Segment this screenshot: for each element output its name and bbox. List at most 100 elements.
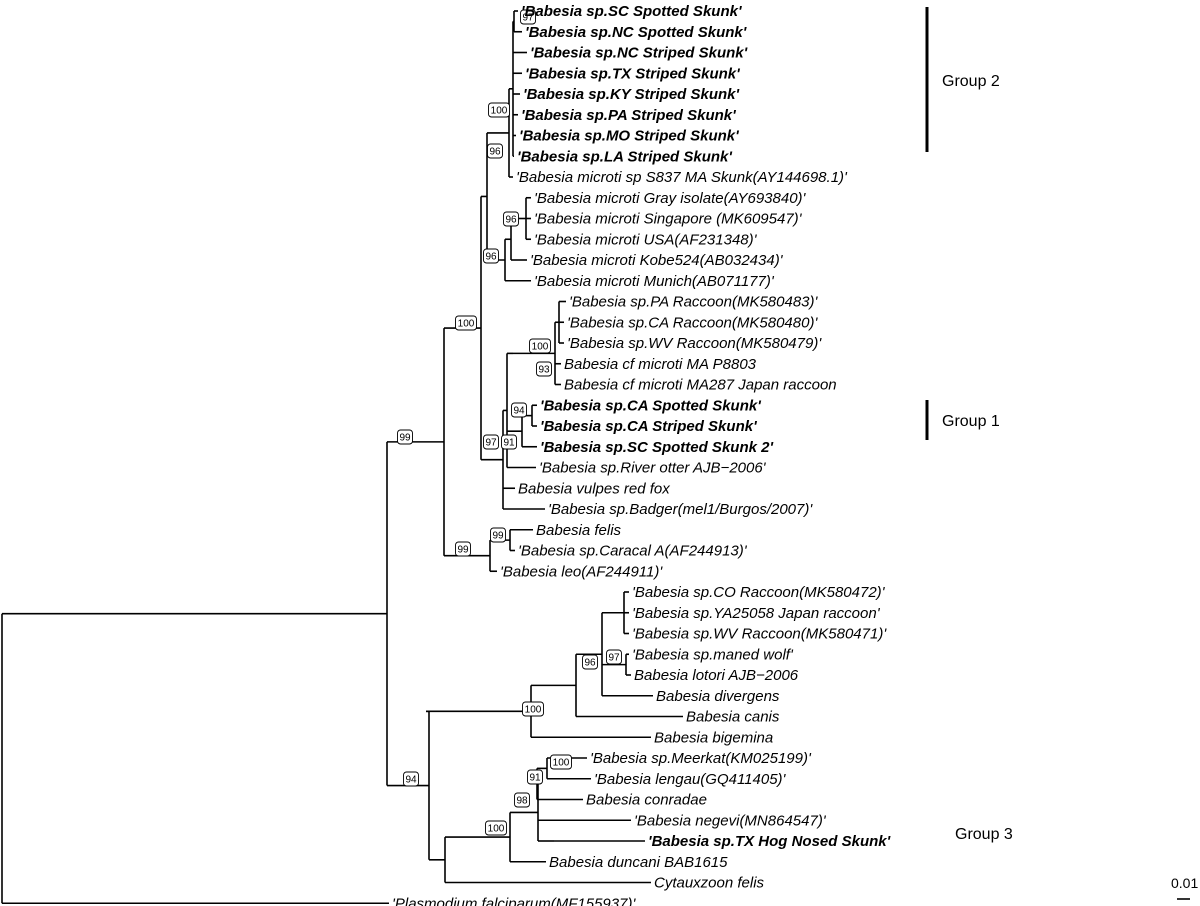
bootstrap-box [550, 754, 572, 770]
bootstrap-label: 96 [485, 252, 497, 263]
taxon-label: 'Babesia microti Kobe524(AB032434)' [530, 252, 784, 269]
group-annotations: Group 2 Group 1 Group 3 [925, 7, 1013, 843]
bootstrap-value: 96 [487, 143, 503, 159]
tree-branches [1, 10, 683, 905]
bootstrap-label: 100 [491, 106, 508, 117]
bootstrap-value: 97 [483, 434, 499, 450]
bootstrap-label: 96 [584, 658, 596, 669]
taxon-label: 'Babesia sp.TX Striped Skunk' [525, 65, 740, 82]
scale-bar: 0.01 [1171, 875, 1198, 900]
bootstrap-box [455, 541, 471, 557]
bootstrap-label: 100 [525, 705, 542, 716]
taxon-label: 'Babesia sp.CA Striped Skunk' [540, 418, 757, 435]
taxon-label: 'Babesia sp.MO Striped Skunk' [519, 128, 739, 145]
taxon-label: Babesia felis [536, 522, 622, 539]
bootstrap-box [487, 143, 503, 159]
bootstrap-label: 94 [405, 775, 417, 786]
taxon-label: Babesia duncani BAB1615 [549, 854, 728, 871]
taxon-label: 'Babesia microti USA(AF231348)' [534, 231, 758, 248]
bootstrap-value: 100 [455, 315, 477, 331]
taxon-label: 'Babesia sp.WV Raccoon(MK580479)' [567, 335, 822, 352]
taxon-label: 'Babesia microti Singapore (MK609547)' [534, 211, 803, 228]
taxon-label: 'Babesia microti Munich(AB071177)' [534, 273, 775, 290]
taxon-label: Babesia divergens [656, 688, 780, 705]
bootstrap-box [485, 820, 507, 836]
bootstrap-label: 94 [513, 406, 525, 417]
bootstrap-box [522, 701, 544, 717]
bootstrap-value: 96 [582, 654, 598, 670]
bootstrap-label: 93 [538, 365, 550, 376]
taxon-label: 'Babesia sp.NC Striped Skunk' [530, 45, 748, 62]
taxon-label: Babesia bigemina [654, 729, 773, 746]
bootstrap-box [501, 434, 517, 450]
taxon-label: 'Babesia sp.TX Hog Nosed Skunk' [648, 833, 891, 850]
bootstrap-label: 96 [505, 215, 517, 226]
taxon-label: Babesia cf microti MA287 Japan raccoon [564, 377, 837, 394]
bootstrap-value: 94 [403, 771, 419, 787]
bootstrap-value: 100 [522, 701, 544, 717]
bootstrap-box [536, 361, 552, 377]
bootstrap-label: 91 [503, 438, 515, 449]
bootstrap-values: 97 100 96 96 96 100 100 93 94 97 91 99 99 99 96 97 100 10… [397, 9, 622, 836]
bootstrap-label: 97 [522, 13, 534, 24]
bootstrap-label: 98 [516, 796, 528, 807]
taxon-label: 'Babesia sp.SC Spotted Skunk' [521, 3, 742, 20]
taxon-label: 'Babesia sp.maned wolf' [632, 646, 794, 663]
taxon-label: Cytauxzoon felis [654, 875, 765, 892]
bootstrap-label: 100 [458, 319, 475, 330]
taxon-label: 'Babesia sp.CA Spotted Skunk' [540, 397, 761, 414]
bootstrap-value: 100 [529, 338, 551, 354]
bootstrap-box [527, 769, 543, 785]
group-3-label: Group 3 [955, 826, 1013, 843]
bootstrap-box [514, 792, 530, 808]
bootstrap-box [403, 771, 419, 787]
taxon-label: 'Plasmodium falciparum(MF155937)' [392, 895, 636, 906]
bootstrap-box [511, 402, 527, 418]
taxon-labels: 'Babesia sp.SC Spotted Skunk' 'Babesia sp… [392, 3, 891, 906]
bootstrap-box [582, 654, 598, 670]
taxon-label: 'Babesia sp.YA25058 Japan raccoon' [632, 605, 881, 622]
bootstrap-label: 100 [532, 342, 549, 353]
bootstrap-label: 99 [492, 531, 504, 542]
scale-bar-label: 0.01 [1171, 875, 1198, 891]
group-2-label: Group 2 [942, 73, 1000, 90]
taxon-label: 'Babesia sp.NC Spotted Skunk' [525, 24, 747, 41]
bootstrap-value: 100 [485, 820, 507, 836]
bootstrap-label: 91 [529, 773, 541, 784]
bootstrap-value: 97 [606, 649, 622, 665]
taxon-label: 'Babesia leo(AF244911)' [500, 563, 663, 580]
bootstrap-label: 100 [553, 758, 570, 769]
bootstrap-label: 97 [608, 653, 620, 664]
taxon-label: 'Babesia sp.WV Raccoon(MK580471)' [632, 626, 887, 643]
taxon-label: Babesia canis [686, 709, 780, 726]
taxon-label: 'Babesia sp.LA Striped Skunk' [517, 148, 732, 165]
taxon-label: 'Babesia sp.CA Raccoon(MK580480)' [567, 314, 818, 331]
bootstrap-label: 99 [399, 433, 411, 444]
bootstrap-value: 96 [503, 211, 519, 227]
taxon-label: 'Babesia sp.PA Striped Skunk' [521, 107, 736, 124]
bootstrap-box [520, 9, 536, 25]
taxon-label: 'Babesia sp.SC Spotted Skunk 2' [540, 439, 773, 456]
taxon-label: 'Babesia sp.Caracal A(AF244913)' [518, 543, 748, 560]
bootstrap-label: 99 [457, 545, 469, 556]
bootstrap-label: 96 [489, 147, 501, 158]
taxon-label: Babesia vulpes red fox [518, 480, 670, 497]
taxon-label: Babesia cf microti MA P8803 [564, 356, 757, 373]
bootstrap-value: 94 [511, 402, 527, 418]
taxon-label: 'Babesia sp.PA Raccoon(MK580483)' [569, 294, 819, 311]
taxon-label: 'Babesia sp.Badger(mel1/Burgos/2007)' [548, 501, 813, 518]
bootstrap-box [483, 434, 499, 450]
taxon-label: 'Babesia lengau(GQ411405)' [594, 771, 787, 788]
bootstrap-value: 91 [527, 769, 543, 785]
bootstrap-value: 96 [483, 248, 499, 264]
bootstrap-label: 97 [485, 438, 497, 449]
bootstrap-value: 100 [488, 102, 510, 118]
taxon-label: 'Babesia sp.KY Striped Skunk' [523, 86, 740, 103]
bootstrap-value: 99 [490, 527, 506, 543]
taxon-label: 'Babesia sp.CO Raccoon(MK580472)' [632, 584, 886, 601]
bootstrap-box [397, 429, 413, 445]
bootstrap-box [606, 649, 622, 665]
taxon-label: 'Babesia microti Gray isolate(AY693840)' [534, 190, 807, 207]
bootstrap-value: 99 [397, 429, 413, 445]
